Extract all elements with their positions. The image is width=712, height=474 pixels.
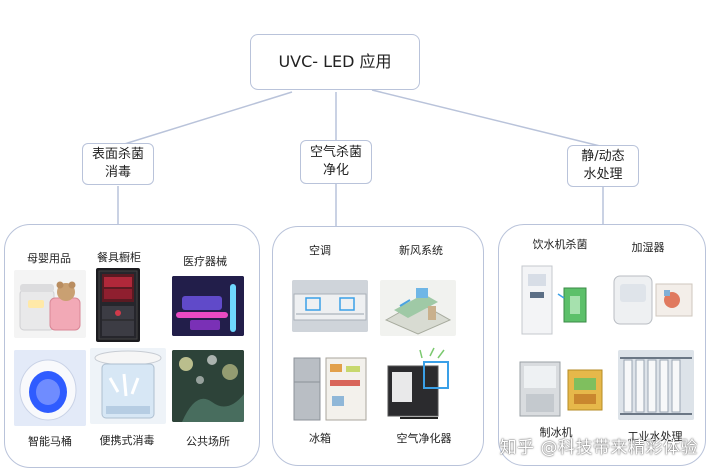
water-dispenser-image — [518, 262, 598, 338]
refrigerator-image — [292, 356, 368, 422]
category-surface-line2: 消毒 — [104, 165, 131, 180]
smart-toilet-image — [14, 350, 86, 426]
humidifier-image — [610, 268, 696, 330]
connector-root-surface — [117, 91, 293, 147]
surface-item-label: 公共场所 — [186, 435, 230, 448]
category-air-node: 空气杀菌 净化 — [300, 140, 372, 184]
fresh-air-system-image — [380, 280, 456, 336]
category-water-line1: 静/动态 — [581, 149, 625, 164]
root-label: UVC- LED 应用 — [278, 52, 392, 71]
surface-item-label: 智能马桶 — [28, 435, 72, 448]
baby-products-image — [14, 270, 86, 338]
water-item-label: 饮水机杀菌 — [532, 238, 588, 251]
dish-cabinet-image — [96, 268, 140, 342]
air-purifier-image — [378, 346, 458, 426]
surface-item-label: 便携式消毒 — [99, 434, 155, 447]
watermark-text: 知乎 @科技带来精彩体验 — [499, 438, 698, 458]
category-water-line2: 水处理 — [583, 167, 623, 182]
surface-item-label: 餐具橱柜 — [97, 251, 141, 264]
air-item-label: 冰箱 — [309, 432, 331, 445]
air-item-label: 新风系统 — [399, 244, 443, 257]
category-surface-node: 表面杀菌 消毒 — [82, 143, 154, 185]
portable-sterilizer-image — [90, 348, 166, 424]
air-conditioner-image — [292, 280, 368, 332]
category-air-line2: 净化 — [322, 163, 349, 178]
public-places-image — [172, 350, 244, 422]
ice-maker-image — [516, 356, 608, 420]
category-air-line1: 空气杀菌 — [309, 145, 362, 160]
water-item-label: 制冰机 — [539, 426, 573, 439]
category-surface-line1: 表面杀菌 — [91, 147, 144, 162]
surface-item-label: 母婴用品 — [27, 252, 71, 265]
medical-device-image — [172, 276, 244, 336]
surface-panel — [4, 224, 260, 468]
category-water-node: 静/动态 水处理 — [567, 145, 639, 187]
connector-root-water — [371, 89, 601, 147]
surface-item-label: 医疗器械 — [183, 255, 227, 268]
water-item-label: 工业水处理 — [627, 430, 683, 443]
water-item-label: 加湿器 — [631, 241, 665, 254]
air-item-label: 空调 — [309, 244, 331, 257]
industrial-water-image — [618, 350, 694, 420]
air-item-label: 空气净化器 — [396, 432, 452, 445]
root-node: UVC- LED 应用 — [250, 34, 420, 90]
